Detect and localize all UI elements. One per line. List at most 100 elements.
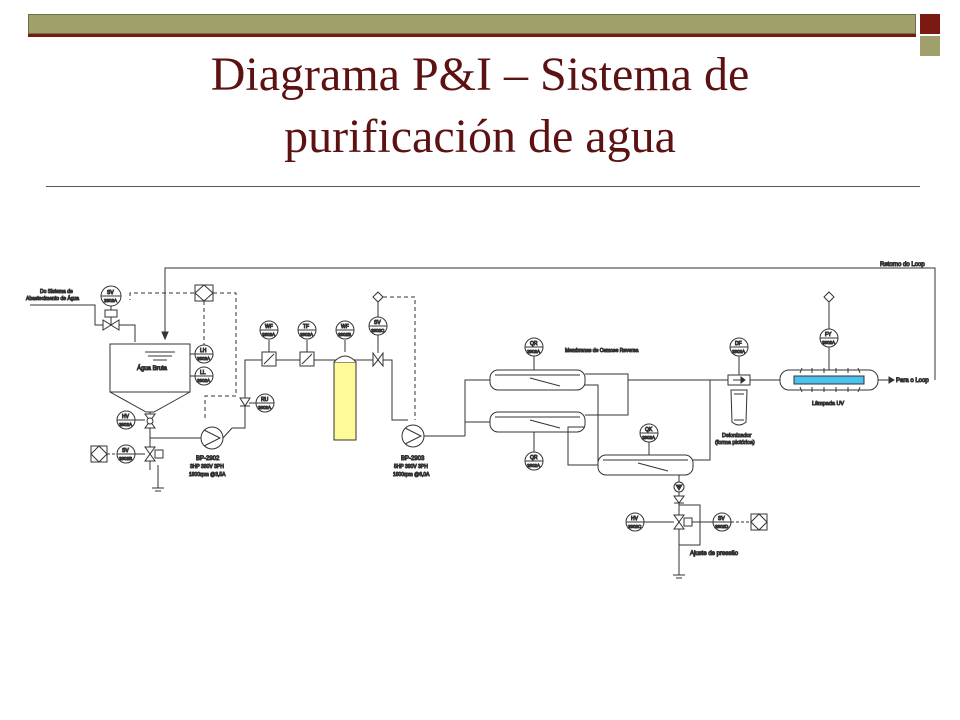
deionizer-label-line2: (forma pictórica)	[715, 440, 755, 446]
instrument-fy-2902a	[819, 291, 839, 370]
uv-lamp-label: Lâmpada UV	[812, 401, 844, 407]
pressure-adjust-label: Ajuste de pressão	[690, 551, 739, 557]
ro-membrane-3	[597, 454, 694, 476]
tf-2902a-tag-l1: TF	[303, 324, 309, 330]
tank-label: Água Bruta	[137, 365, 168, 372]
instrument-sv-2902a	[100, 285, 122, 310]
wf-2902b-tag-l2: 2902B	[338, 332, 351, 337]
level-controller-icon	[194, 284, 214, 302]
deionizer-label-line1: Deionizador	[722, 433, 752, 439]
tf-2902a-tag-l2: 2902A	[300, 332, 313, 337]
plc-box-right-icon	[750, 513, 768, 531]
ground-drain-icon	[152, 465, 164, 492]
deionizer-icon	[727, 374, 751, 426]
slide-title-line1: Diagrama P&I – Sistema de	[210, 48, 750, 101]
instrument-sv-2902d	[692, 512, 751, 532]
sv-2902a-tag-l2: 2902A	[104, 298, 117, 303]
pump-bp-2902-icon	[200, 426, 233, 450]
hv-2902a-tag-l2: 2902A	[119, 422, 132, 427]
level-signal-dashed	[129, 292, 194, 300]
ro-membrane-2	[489, 411, 586, 433]
return-loop-label: Retorno do Loop	[880, 262, 925, 268]
filter-wf-2902a-icon	[259, 320, 279, 367]
supply-line	[30, 304, 136, 342]
membranes-label: Membranas de Osmose Reversa	[565, 348, 639, 354]
decorative-corner-square-red	[920, 14, 940, 34]
to-loop-arrow-icon	[878, 376, 895, 384]
qk-2902a-tag-l1: QK	[645, 427, 653, 433]
hv-2902c-tag-l2: 2902C	[628, 524, 642, 529]
sv-2902b-tag-l2: 2902B	[119, 456, 132, 461]
instrument-qr-2902a-top	[524, 337, 544, 370]
decorative-top-rule	[28, 34, 916, 37]
title-underline	[46, 186, 920, 187]
hv-2902c-tag-l1: HV	[631, 516, 639, 522]
wf-2902a-tag-l2: 2902A	[262, 332, 275, 337]
decorative-corner-square-olive	[920, 36, 940, 56]
pump1-discharge-line	[232, 359, 408, 429]
drain-valve-icon	[144, 446, 164, 462]
lh-2902a-tag-l1: LH	[200, 348, 207, 354]
filter-tf-2902a-icon	[297, 320, 317, 367]
qr-top-tag-l1: QR	[530, 341, 538, 347]
pump2-spec2: 1800rpm @6,0A	[393, 472, 430, 478]
lh-2902a-tag-l2: 2902A	[197, 356, 210, 361]
uv-lamp-icon	[779, 367, 879, 393]
sv-2902b-tag-l1: SV	[122, 448, 129, 454]
decorative-top-bar	[28, 14, 916, 34]
ro-membrane-1	[489, 369, 586, 391]
qr-bottom-tag-l1: QR	[530, 455, 538, 461]
hv-2902a-tag-l1: HV	[122, 414, 130, 420]
flow-indicator-icon	[673, 481, 685, 493]
membrane-permeate-line	[585, 373, 730, 381]
wf-2902a-tag-l1: WF	[265, 324, 273, 330]
membrane-concentrate-lines	[567, 384, 599, 466]
instrument-ru-2902a	[249, 393, 275, 413]
sv-2902c-tag-l2: 2902C	[371, 328, 385, 333]
pump-bp-2903-icon	[401, 424, 465, 448]
check-valve-icon	[239, 397, 251, 407]
membrane-permeate-line-3	[693, 380, 711, 461]
fy-2902a-tag-l1: FY	[825, 332, 832, 338]
filter-vessel-wf-2902b	[333, 320, 357, 441]
ru-2902a-tag-l1: RU	[261, 397, 269, 403]
instrument-hv-2902a	[116, 410, 145, 430]
instrument-qk-2902a	[639, 423, 659, 455]
ll-2902a-tag-l1: LL	[200, 370, 206, 376]
sv-2902c-tag-l1: SV	[374, 320, 381, 326]
sv-2902a-tag-l1: SV	[107, 290, 114, 296]
df-2902a-tag-l2: 2902A	[732, 349, 745, 354]
slide-title-line2: purificación de agua	[284, 110, 676, 163]
pressure-bypass-line	[679, 504, 701, 546]
instrument-df-2902a	[729, 337, 749, 375]
instrument-ll-2902a	[190, 366, 214, 386]
outlet-valve-icon	[144, 413, 156, 429]
raw-water-tank	[109, 343, 191, 413]
to-loop-label: Para o Loop	[896, 378, 929, 384]
fy-2902a-tag-l2: 2902A	[822, 340, 835, 345]
instrument-lh-2902a	[190, 344, 214, 364]
reject-drain-icon	[673, 574, 685, 579]
pump2-tag: BP-2903	[401, 456, 425, 462]
source-label-line1: Do Sistema de	[40, 289, 73, 295]
slide-title: Diagrama P&I – Sistema de purificación d…	[40, 44, 920, 168]
reject-check-valve-icon	[673, 495, 685, 504]
pump1-spec2: 1800rpm @3,5A	[189, 472, 226, 478]
ru-2902a-tag-l2: 2902A	[258, 405, 271, 410]
pump1-tag: BP-2902	[196, 456, 220, 462]
pump1-spec1: 3HP 380V 3PH	[190, 464, 224, 470]
pressure-valve-icon	[673, 514, 693, 530]
qk-2902a-tag-l2: 2902A	[642, 435, 655, 440]
instrument-sv-2902c	[368, 291, 416, 420]
membrane-feed-line	[464, 379, 490, 436]
qr-bottom-tag-l2: 2902A	[527, 463, 540, 468]
instrument-qr-2902a-bottom	[524, 432, 544, 471]
source-label-line2: Abastecimento de Água	[26, 295, 79, 302]
wf-2902b-tag-l1: WF	[341, 324, 349, 330]
sv-2902d-tag-l2: 2902D	[715, 524, 729, 529]
ll-2902a-tag-l2: 2902A	[197, 378, 210, 383]
instrument-hv-2902c	[625, 512, 674, 532]
sv-2902d-tag-l1: SV	[718, 516, 725, 522]
supply-valve-icon	[102, 309, 120, 331]
